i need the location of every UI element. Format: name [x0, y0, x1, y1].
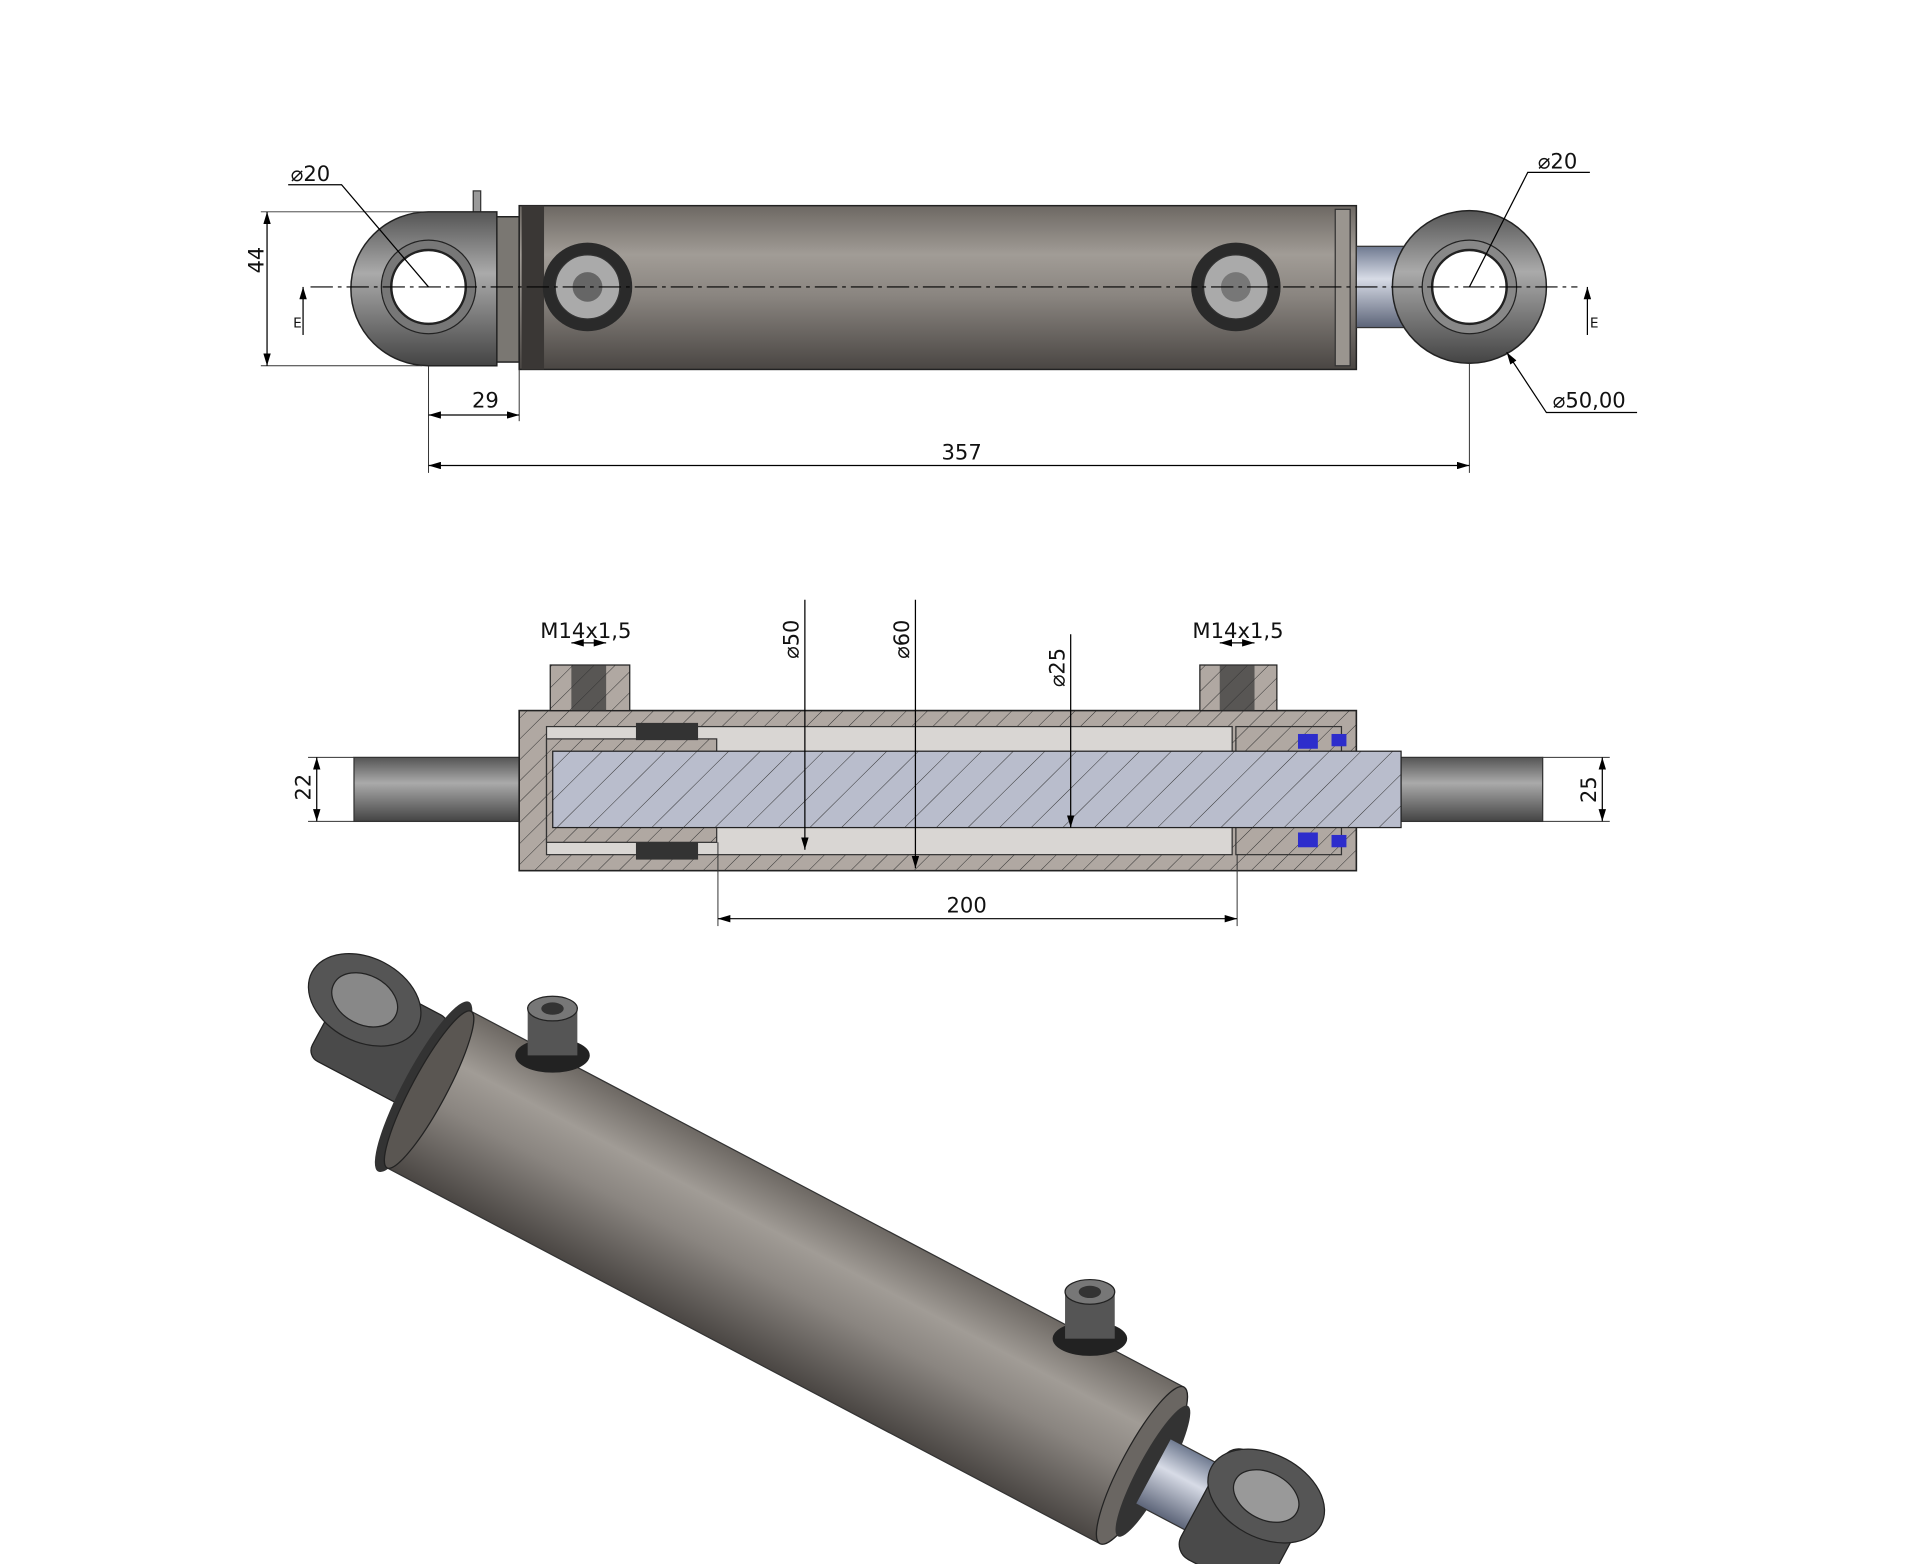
- iso-tube: [386, 1010, 1185, 1545]
- section-view: M14x1,5 M14x1,5 ⌀50 ⌀60 ⌀25 22 25 200: [290, 599, 1610, 927]
- dim-right-bore: ⌀20: [1538, 149, 1578, 174]
- dim-port-thread-right: M14x1,5: [1192, 618, 1283, 643]
- isometric-view: [307, 953, 1326, 1564]
- dim-eye-to-tube: 29: [472, 388, 499, 413]
- iso-port-left: [515, 995, 590, 1073]
- section-mark-left: E: [293, 316, 302, 332]
- front-view: 44 29 357 ⌀20 ⌀20 ⌀50,00 E E: [243, 149, 1638, 473]
- section-rod: [552, 750, 1402, 829]
- iso-right-eye: [1178, 1448, 1326, 1564]
- port-right: [1191, 242, 1281, 332]
- dim-overall-length: 357: [942, 439, 982, 464]
- dim-right-eye-width: 25: [1576, 776, 1601, 803]
- dim-tube-outer: ⌀60: [889, 620, 914, 659]
- dim-right-eye-outer: ⌀50,00: [1553, 388, 1626, 413]
- dim-rod: ⌀25: [1044, 648, 1069, 687]
- section-left-eye: [353, 756, 520, 823]
- dim-left-bore: ⌀20: [291, 161, 331, 186]
- dim-port-thread-left: M14x1,5: [540, 618, 631, 643]
- dim-left-eye-width: 22: [290, 774, 315, 801]
- dim-stroke: 200: [946, 893, 986, 918]
- rod-seal: [1297, 733, 1318, 749]
- section-right-eye: [1390, 756, 1544, 823]
- section-mark-right: E: [1590, 316, 1599, 332]
- dim-bore: ⌀50: [779, 620, 804, 659]
- iso-port-right: [1052, 1278, 1128, 1356]
- dim-height-label: 44: [243, 247, 268, 274]
